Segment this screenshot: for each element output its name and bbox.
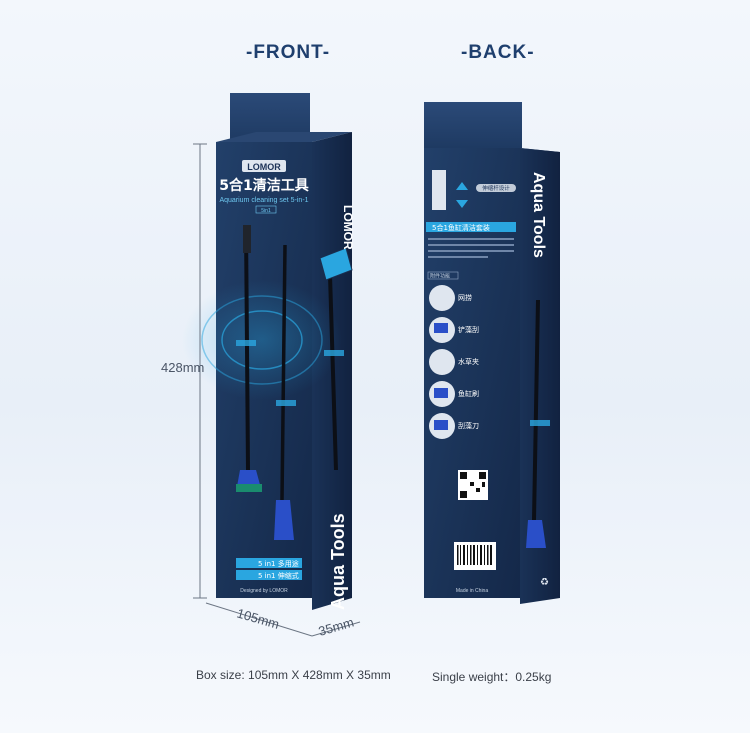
set-title-bar: [426, 222, 516, 232]
tag-text: 5in1: [261, 208, 271, 214]
designed-by: Designed by LOMOR: [240, 588, 288, 594]
rod-label-3: [324, 350, 344, 356]
front-box: LOMOR 5合1清洁工具 Aquarium cleaning set 5-in…: [182, 93, 355, 610]
extend-arrows-icon: [456, 182, 468, 208]
depth-line: [311, 621, 361, 637]
scraper-head: [319, 247, 353, 281]
brand-logo: [242, 160, 286, 172]
brand-text: LOMOR: [247, 162, 281, 172]
back-face: [424, 148, 520, 598]
width-label: 105mm: [235, 605, 281, 631]
set-label: 5合1鱼缸清洁套装: [432, 223, 490, 232]
accessory-3: 水草夹: [458, 357, 479, 366]
telescope-icon: [432, 170, 446, 210]
tag-box: [255, 205, 277, 214]
height-label: 428mm: [161, 360, 204, 375]
front-hanger-flap: [230, 93, 310, 143]
subtitle: Aquarium cleaning set 5-in-1: [219, 197, 308, 204]
rod-1-grip: [243, 225, 251, 253]
sponge: [236, 484, 262, 492]
depth-label: 35mm: [317, 615, 356, 639]
accessory-5: 刮藻刀: [458, 421, 479, 430]
back-rod: [532, 299, 540, 521]
title-cn: 5合1清洁工具: [219, 177, 308, 194]
feature-2: 5 in1 伸缩式: [258, 571, 299, 580]
plant-clip-icon: [429, 349, 455, 375]
rod-label-2: [276, 400, 296, 406]
ring-outer: [201, 295, 323, 385]
rod-1: [244, 224, 250, 471]
design-label: 伸缩杆设计: [482, 184, 510, 192]
accessory-list: 网捞 铲藻刮 水草夹 鱼缸刷 刮藻刀: [429, 285, 479, 439]
made-in: Made in China: [456, 588, 488, 594]
weight-caption: Single weight：0.25kg: [432, 670, 552, 684]
box-size-caption: Box size: 105mm X 428mm X 35mm: [196, 668, 391, 682]
back-side-face: [520, 148, 560, 604]
back-brush-head: [526, 520, 546, 548]
accessories-tag: [427, 271, 459, 280]
back-hanger-flap: [424, 102, 522, 148]
rod-2: [280, 244, 287, 501]
description-lines: [428, 238, 514, 258]
front-spine-brand: LOMOR: [341, 205, 355, 250]
barcode-lines: [457, 545, 492, 565]
accessory-2: 铲藻刮: [458, 325, 479, 334]
front-label: -FRONT-: [246, 42, 331, 63]
accessory-4: 鱼缸刷: [458, 389, 479, 398]
back-rod-label: [530, 420, 550, 426]
accessories-label: 附件功能: [430, 273, 450, 280]
feature-bar-1: [236, 558, 302, 568]
net-icon: [429, 285, 455, 311]
front-top-face: [216, 132, 352, 142]
brush-head-2: [274, 500, 294, 540]
front-spine-title: Aqua Tools: [328, 513, 348, 610]
back-label: -BACK-: [461, 42, 535, 63]
feature-bar-2: [236, 570, 302, 580]
width-line: [205, 602, 313, 637]
qr-pattern: [460, 472, 486, 498]
ring-inner: [221, 310, 303, 370]
rod-label-1: [236, 340, 256, 346]
recycle-icon: ♻: [540, 577, 549, 588]
rod-3: [328, 274, 338, 471]
back-spine-title: Aqua Tools: [530, 172, 547, 258]
accessory-1: 网捞: [458, 293, 472, 302]
back-box: 伸缩杆设计 5合1鱼缸清洁套装 附件功能 网捞 铲藻刮 水草夹 鱼缸刷 刮藻刀: [424, 102, 560, 604]
dimension-lines: [193, 143, 361, 637]
glow-ring: [182, 280, 342, 400]
design-badge: [476, 184, 516, 192]
feature-1: 5 in1 多用途: [258, 559, 299, 568]
